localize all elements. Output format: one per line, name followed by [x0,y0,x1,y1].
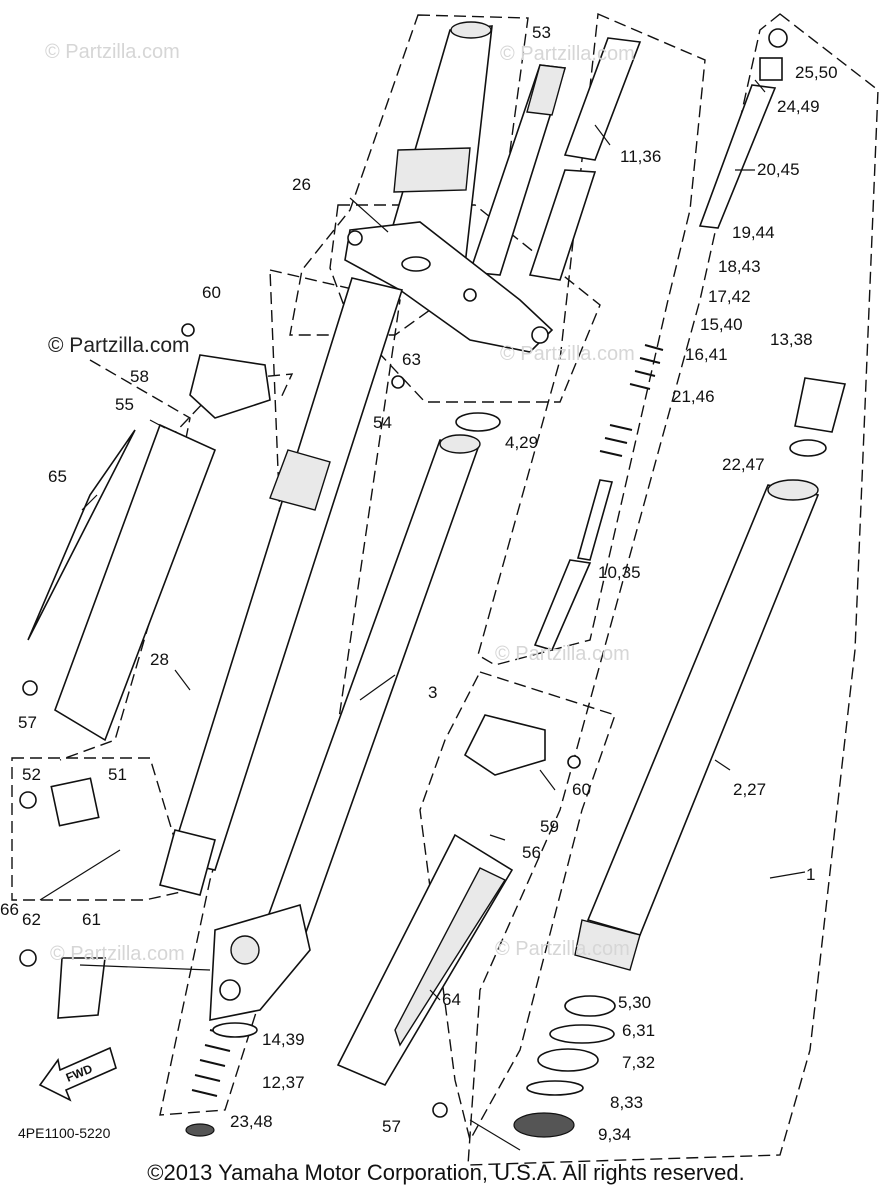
damper-rod-cylinder [468,64,567,276]
callout-label: 25,50 [795,63,838,82]
callout-label: 21,46 [672,387,715,406]
callout-label: 22,47 [722,455,765,474]
outer-tube-28 [159,277,404,896]
watermark: © Partzilla.com [495,643,630,665]
callout-label: 58 [130,367,149,386]
callout-label: 11,36 [620,147,661,166]
fwd-arrow: FWD [38,1046,117,1102]
watermark: © Partzilla.com [500,43,635,65]
callout-label: 56 [522,843,541,862]
callout-label: 16,41 [685,345,728,364]
callout-label: 14,39 [262,1030,305,1049]
callout-label: 19,44 [732,223,775,242]
cylinder-11 [528,37,642,281]
watermark: © Partzilla.com [50,943,185,965]
callout-label: 63 [402,350,421,369]
axle-bracket [209,903,311,1021]
callout-label: 57 [382,1117,401,1136]
callout-label: 4,29 [505,433,538,452]
leader-lines [39,79,806,1151]
callout-label: 26 [292,175,311,194]
callout-label: 9,34 [598,1125,631,1144]
callout-label: 23,48 [230,1112,273,1131]
callout-label: 7,32 [622,1053,655,1072]
callout-label: 2,27 [733,780,766,799]
callout-label: 60 [202,283,221,302]
callout-label: 59 [540,817,559,836]
callout-label: 54 [373,413,392,432]
callout-label: 52 [22,765,41,784]
callout-label: 8,33 [610,1093,643,1112]
callout-label: 57 [18,713,37,732]
callout-label: 15,40 [700,315,743,334]
watermarks: © Partzilla.com © Partzilla.com © Partzi… [45,41,635,965]
fork-springs [191,344,664,1097]
callout-labels: 53 25,50 24,49 11,36 20,45 26 19,44 18,4… [0,23,838,1144]
callout-label: 24,49 [777,97,820,116]
watermark: © Partzilla.com [45,41,180,63]
seals-and-washers [185,995,616,1138]
callout-label: 53 [532,23,551,42]
watermark: © Partzilla.com [48,334,190,357]
callout-label: 13,38 [770,330,813,349]
callout-label: 5,30 [618,993,651,1012]
callout-label: 20,45 [757,160,800,179]
callout-label: 6,31 [622,1021,655,1040]
copyright-notice: ©2013 Yamaha Motor Corporation, U.S.A. A… [147,1160,745,1185]
fork-guards [27,423,514,1087]
outer-tube-right [574,479,820,971]
fasteners [19,323,581,1118]
diagram-code: 4PE1100-5220 [18,1125,111,1141]
callout-label: 12,37 [262,1073,305,1092]
fork-cap [455,377,847,457]
guard-clamps [189,354,546,776]
callout-label: 55 [115,395,134,414]
upper-bracket [344,221,554,353]
callout-label: 1 [806,865,815,884]
callout-label: 18,43 [718,257,761,276]
callout-label: 17,42 [708,287,751,306]
callout-label: 61 [82,910,101,929]
callout-label: 28 [150,650,169,669]
callout-label: 60 [572,780,591,799]
callout-label: 10,35 [598,563,641,582]
callout-label: 66 [0,900,19,919]
outer-tube-upper [378,21,493,271]
callout-label: 51 [108,765,127,784]
damper-rod [698,28,788,229]
watermark: © Partzilla.com [500,343,635,365]
callout-label: 3 [428,683,437,702]
callout-label: 65 [48,467,67,486]
watermark: © Partzilla.com [495,938,630,960]
callout-label: 62 [22,910,41,929]
callout-label: 64 [442,990,461,1009]
